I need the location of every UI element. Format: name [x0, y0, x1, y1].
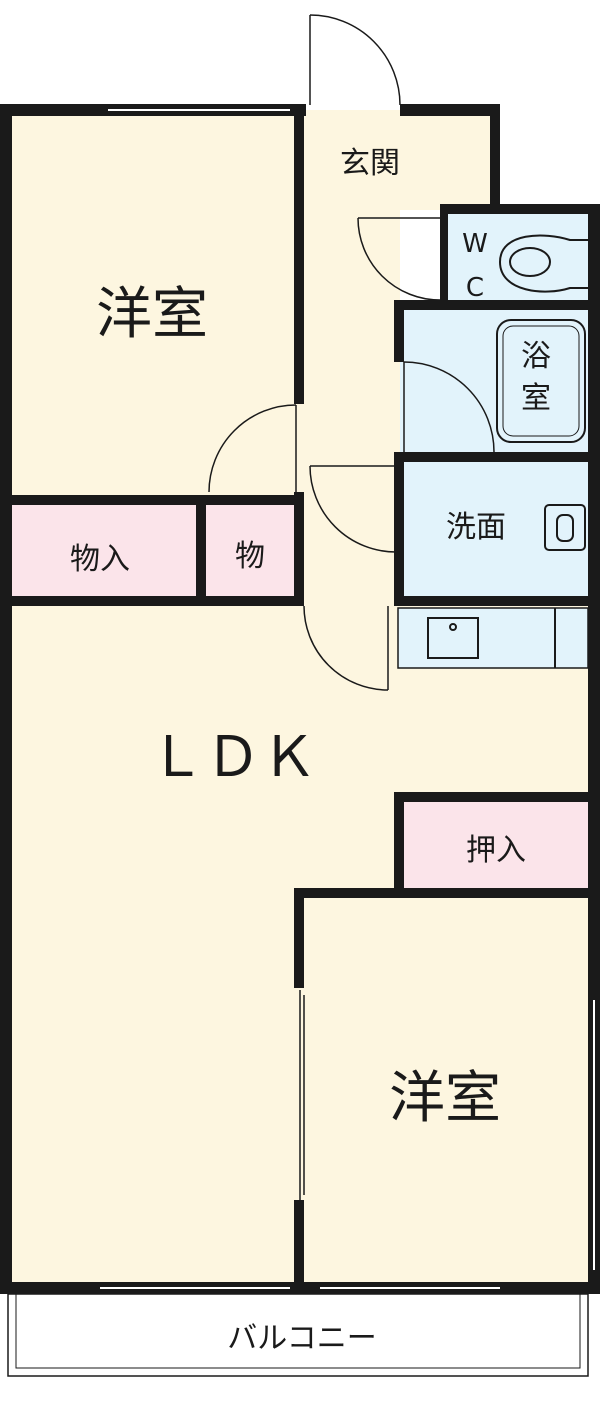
storage-upper-small: [202, 502, 300, 600]
balcony-label: バルコニー: [227, 1321, 376, 1356]
bathtub-inner-icon: [502, 325, 580, 437]
toilet-c-label: C: [466, 273, 484, 303]
toilet-w-label: W: [462, 229, 488, 259]
storage-upper-small-label: 物: [235, 539, 265, 574]
western-room-upper-label: 洋室: [96, 282, 208, 347]
door-swings: [208, 14, 495, 691]
bath-label-top: 浴: [521, 339, 551, 374]
entrance-label: 玄関: [340, 146, 400, 181]
western-room-upper: [8, 110, 300, 502]
western-room-lower: [300, 895, 594, 1285]
washroom-label: 洗面: [446, 510, 506, 545]
washroom-room: [400, 460, 594, 600]
kitchen-sink-icon: [427, 608, 556, 668]
window-marks: [100, 109, 595, 1289]
western-room-lower-label: 洋室: [389, 1066, 501, 1131]
ldk-label: ＬＤＫ: [149, 725, 317, 790]
kitchen-counter: [397, 607, 589, 669]
hallway: [300, 210, 400, 602]
closet-label: 押入: [466, 833, 526, 868]
storage-upper-left: [8, 502, 202, 600]
storage-upper-left-label: 物入: [70, 542, 130, 577]
sliding-door-marks: [299, 990, 305, 1200]
bath-label-bottom: 室: [521, 381, 551, 416]
walls: [0, 104, 600, 1294]
balcony-area: [7, 1293, 589, 1377]
closet-room: [400, 798, 594, 890]
entrance-area: [300, 110, 492, 210]
balcony-inner-line: [15, 1293, 581, 1369]
wash-basin-icon: [544, 504, 586, 551]
bathtub-icon: [496, 319, 586, 443]
